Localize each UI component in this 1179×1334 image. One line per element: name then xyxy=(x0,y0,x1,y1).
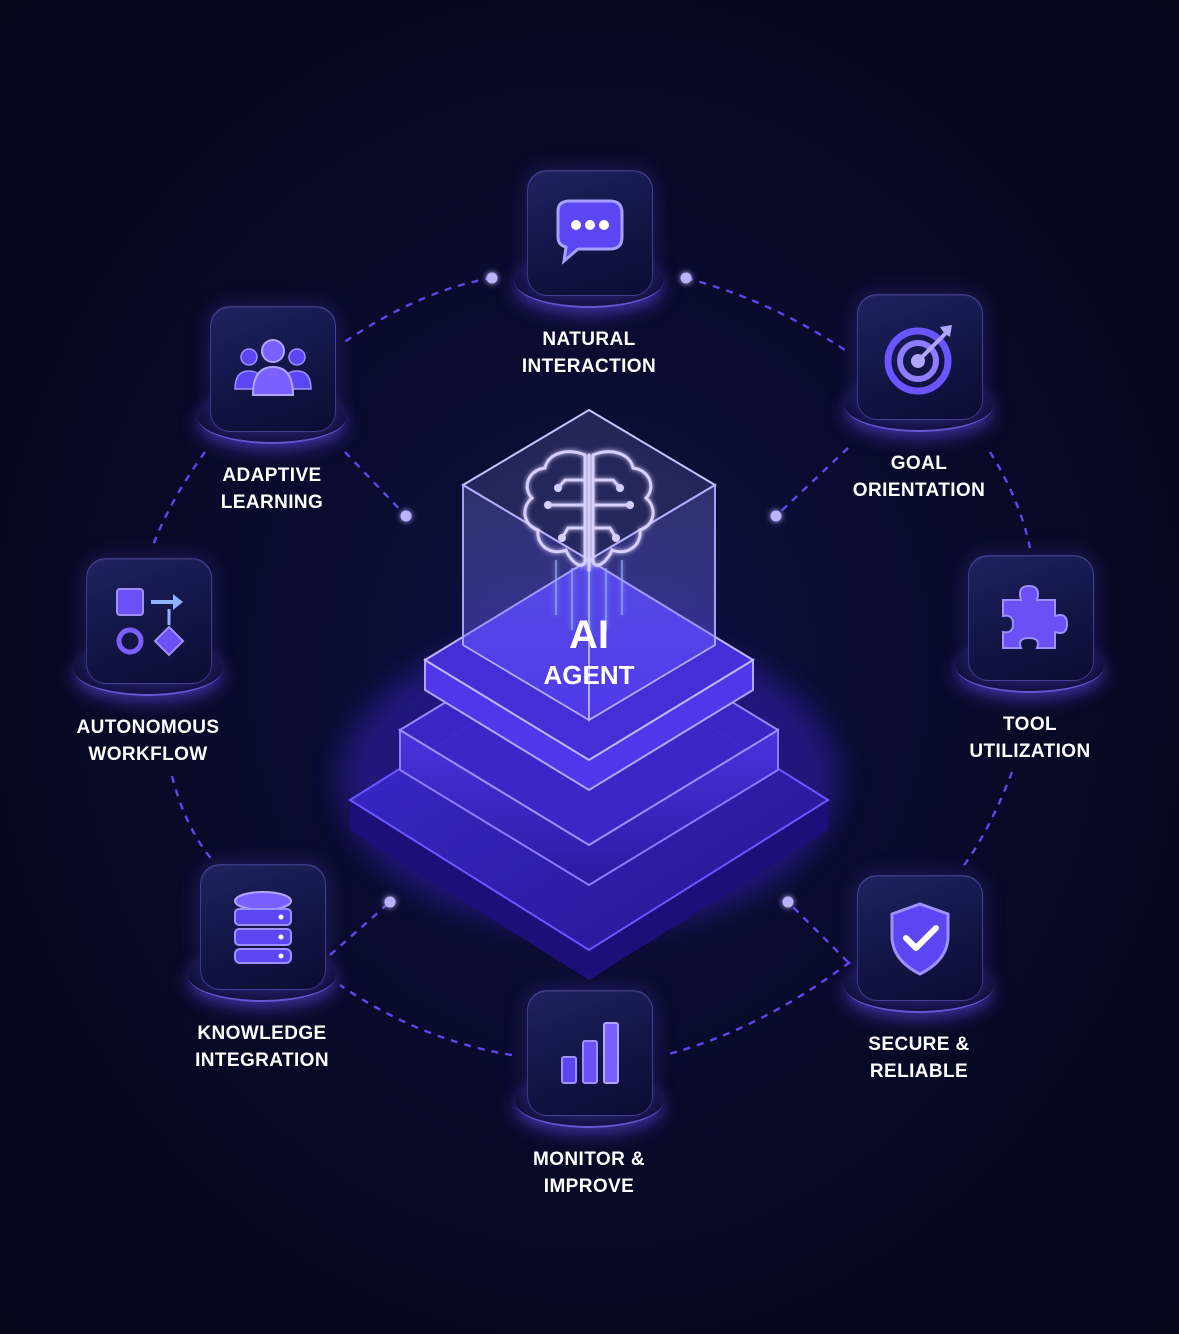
workflow-shapes-icon xyxy=(86,558,212,684)
platform-base-side xyxy=(350,800,828,980)
chat-bubble-icon xyxy=(527,170,653,296)
feature-secure-reliable[interactable]: SECURE & RELIABLE xyxy=(799,875,1039,1085)
feature-knowledge-integration[interactable]: KNOWLEDGE INTEGRATION xyxy=(142,864,382,1074)
feature-label-line1: NATURAL xyxy=(542,329,636,350)
feature-label-line1: AUTONOMOUS xyxy=(76,717,220,738)
arc-left-lower xyxy=(170,775,215,863)
feature-monitor-improve[interactable]: MONITOR & IMPROVE xyxy=(469,990,709,1200)
bar-chart-icon xyxy=(527,990,653,1116)
ring-dot xyxy=(770,510,782,522)
ring-dot xyxy=(782,896,794,908)
glass-cube-right xyxy=(588,483,716,722)
arc-left-upper xyxy=(150,451,206,549)
arc-bottom-right xyxy=(664,961,851,1057)
database-icon xyxy=(200,864,326,990)
spoke-top-right xyxy=(775,447,849,517)
feature-label-line2: RELIABLE xyxy=(869,1061,969,1082)
puzzle-icon xyxy=(968,555,1094,681)
ring-dot xyxy=(384,896,396,908)
users-icon xyxy=(210,306,336,432)
spoke-bottom-right xyxy=(787,901,849,963)
feature-autonomous-workflow[interactable]: AUTONOMOUS WORKFLOW xyxy=(28,558,268,768)
feature-label-line2: WORKFLOW xyxy=(88,744,208,765)
feature-goal-orientation[interactable]: GOAL ORIENTATION xyxy=(799,294,1039,504)
feature-label-line1: TOOL xyxy=(1002,714,1058,735)
ring-dot xyxy=(680,272,692,284)
ring-dot xyxy=(486,272,498,284)
center-title-ai: AI xyxy=(569,613,609,657)
target-icon xyxy=(857,294,983,420)
arc-right-lower xyxy=(961,771,1014,869)
feature-label-line2: IMPROVE xyxy=(543,1176,635,1197)
center-title-agent: AGENT xyxy=(543,660,635,690)
feature-label-line1: KNOWLEDGE xyxy=(197,1023,327,1044)
feature-label-line1: GOAL xyxy=(890,453,948,474)
feature-tool-utilization[interactable]: TOOL UTILIZATION xyxy=(910,555,1150,765)
arc-top-left xyxy=(339,276,493,346)
arc-top-right xyxy=(685,276,849,353)
ring-dot xyxy=(400,510,412,522)
feature-label-line2: LEARNING xyxy=(220,492,324,513)
feature-label-line1: MONITOR & xyxy=(533,1149,645,1170)
spoke-top-left xyxy=(344,451,407,517)
feature-adaptive-learning[interactable]: ADAPTIVE LEARNING xyxy=(152,306,392,516)
feature-label-line1: ADAPTIVE xyxy=(222,465,322,486)
feature-label-line2: UTILIZATION xyxy=(969,741,1091,762)
shield-check-icon xyxy=(857,875,983,1001)
feature-natural-interaction[interactable]: NATURAL INTERACTION xyxy=(469,170,709,380)
feature-label-line2: ORIENTATION xyxy=(852,480,986,501)
feature-label-line1: SECURE & xyxy=(868,1034,970,1055)
feature-label-line2: INTERACTION xyxy=(521,356,657,377)
feature-label-line2: INTEGRATION xyxy=(195,1050,329,1071)
